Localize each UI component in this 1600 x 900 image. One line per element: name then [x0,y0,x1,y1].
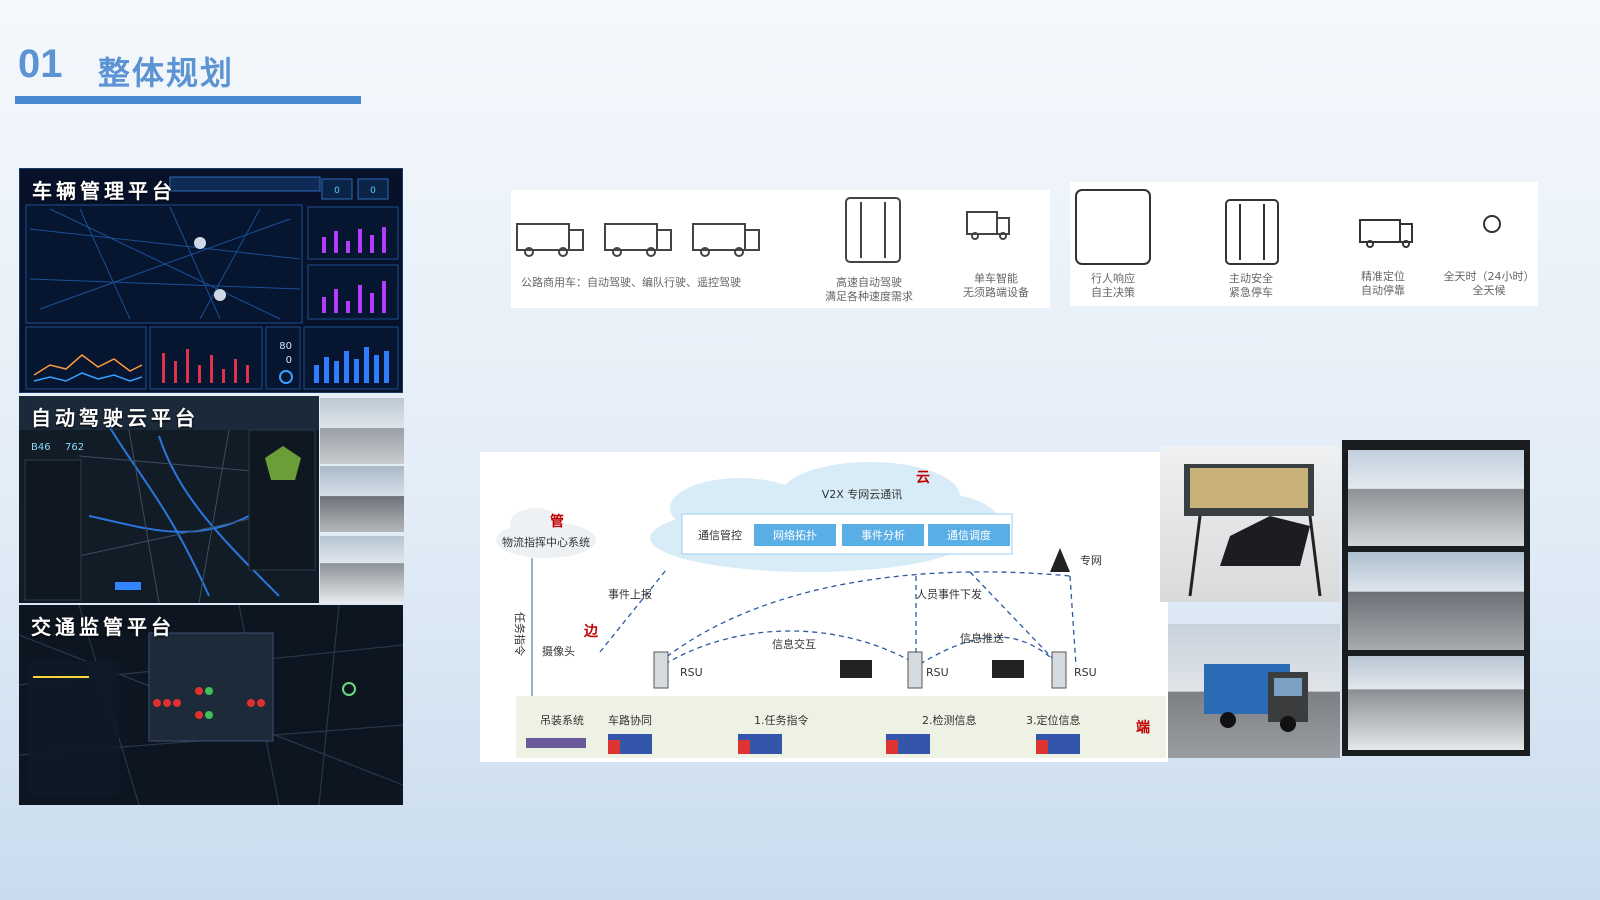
driving-simulator-photo [1160,446,1340,602]
edge-tag: 边 [583,624,599,640]
bottom-label-2: 1.任务指令 [754,713,809,727]
camera-view-2 [1348,552,1524,650]
traffic-monitor-title: 交通监管平台 [31,615,175,639]
page-title: 整体规划 [98,54,235,92]
street-photo-2 [320,466,404,532]
caption-pedestrian-1: 行人响应 [1091,272,1135,285]
caption-highway-1: 高速自动驾驶 [836,276,902,289]
caption-safety-1: 主动安全 [1229,272,1273,285]
service-3: 通信调度 [947,528,991,542]
traffic-monitor-panel[interactable]: 交通监管平台 [19,605,403,805]
truck-icons [516,197,1010,263]
stat-b: 0 [286,355,292,366]
event-report-label: 事件上报 [608,587,652,601]
caption-allday-2: 全天候 [1472,284,1506,297]
camera-label: 摄像头 [542,644,575,658]
architecture-diagram: 云 V2X 专网云通讯 通信管控 网络拓扑 事件分析 通信调度 管 物流指挥中心… [480,452,1168,762]
cloud-tag: 云 [916,470,930,486]
caption-single-2: 无须路端设备 [963,286,1029,299]
caption-single-1: 单车智能 [974,272,1018,285]
private-net-label: 专网 [1080,553,1102,567]
rsu-label-3: RSU [1074,666,1097,679]
obu-device-2 [992,660,1024,678]
scenario-strip-left: 公路商用车：自动驾驶、编队行驶、遥控驾驶 高速自动驾驶 满足各种速度需求 单车智… [511,190,1050,308]
vehicle-mgmt-title: 车辆管理平台 [32,179,176,203]
service-1: 网络拓扑 [773,528,817,542]
bottom-label-3: 2.检测信息 [922,713,977,727]
caption-highway-2: 满足各种速度需求 [825,290,913,303]
end-tag: 端 [1136,719,1150,736]
caption-pedestrian-2: 自主决策 [1091,286,1135,299]
autodrive-map: B46 762 [19,396,319,603]
street-photo-3 [320,536,404,603]
cloud-subtitle: V2X 专网云通讯 [822,487,903,501]
bottom-label-1: 车路协同 [608,713,652,727]
info-push-label: 信息推送 [960,631,1004,645]
vehicle-mgmt-panel[interactable]: 车辆管理平台 0 0 80 [19,168,403,393]
rsu-label-1: RSU [680,666,703,679]
traffic-monitor-map [19,605,403,805]
service-0: 通信管控 [698,528,742,542]
title-underline [15,96,361,104]
count-a: 0 [334,186,340,196]
caption-safety-2: 紧急停车 [1229,286,1273,299]
event-issue-label: 人员事件下发 [916,587,982,601]
task-cmd-label: 任务指令 [513,612,527,656]
architecture-svg: 云 V2X 专网云通讯 通信管控 网络拓扑 事件分析 通信调度 管 物流指挥中心… [496,462,1166,758]
camera-view-1 [1348,450,1524,546]
info-interact-label: 信息交互 [772,637,816,651]
camera-view-3 [1348,656,1524,750]
guan-tag: 管 [550,513,564,530]
count-b: 0 [370,186,376,196]
dispatch-system: 物流指挥中心系统 [502,535,590,549]
section-number: 01 [18,42,63,86]
caption-parking-2: 自动停靠 [1361,284,1405,297]
autonomous-truck-photo [1168,624,1340,758]
scenario-strip-right: 行人响应 自主决策 主动安全 紧急停车 精准定位 自动停靠 全天时（24小时） … [1070,182,1538,306]
bottom-label-0: 吊装系统 [540,714,584,727]
caption-public-road: 公路商用车：自动驾驶、编队行驶、遥控驾驶 [521,276,741,289]
obu-device-1 [840,660,872,678]
service-2: 事件分析 [861,528,905,542]
camera-views-photo [1342,440,1530,756]
caption-parking-1: 精准定位 [1361,270,1405,283]
autodrive-cloud-title: 自动驾驶云平台 [31,406,199,430]
num-b: 762 [65,442,84,453]
rsu-label-2: RSU [926,666,949,679]
caption-allday-1: 全天时（24小时） [1443,270,1535,283]
scenario-icons [1075,189,1501,265]
bottom-label-4: 3.定位信息 [1026,713,1081,727]
vehicle-mgmt-dashboard: 0 0 80 0 [25,176,399,390]
stat-a: 80 [279,341,292,352]
street-photo-1 [320,398,404,464]
antenna-icon [1050,548,1070,572]
autodrive-cloud-panel[interactable]: 自动驾驶云平台 B46 762 [19,396,319,603]
num-a: B46 [31,442,51,453]
